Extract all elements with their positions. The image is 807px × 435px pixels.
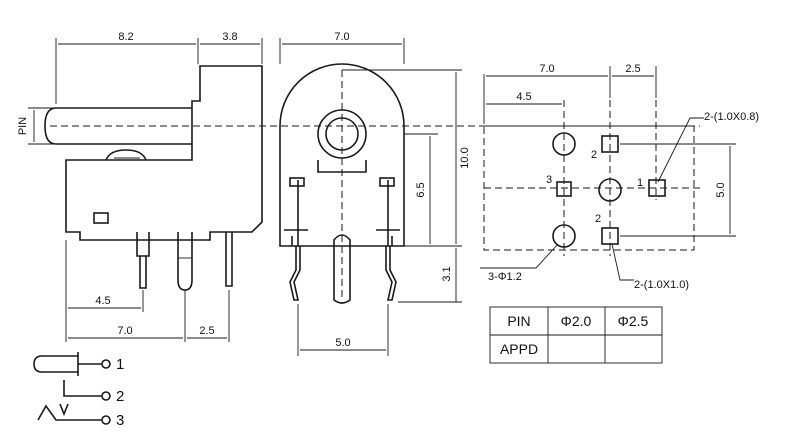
dim-top-right: 3.8 bbox=[222, 31, 237, 43]
dim-width-top: 7.0 bbox=[334, 31, 349, 43]
pcb-pad-bottom bbox=[601, 227, 619, 245]
front-pin-center bbox=[333, 234, 351, 304]
schematic-term-1 bbox=[101, 359, 111, 369]
dim-bottom-c: 2.5 bbox=[199, 325, 214, 337]
front-body-outline bbox=[279, 63, 405, 247]
table-header-d25: Φ2.5 bbox=[618, 313, 649, 329]
dim-pcb-top-a: 7.0 bbox=[539, 63, 554, 75]
dim-pcb-left: 4.5 bbox=[516, 91, 531, 103]
side-pin-left bbox=[139, 256, 147, 289]
side-pin-right bbox=[225, 232, 233, 287]
pin-table: PIN Φ2.0 Φ2.5 APPD bbox=[489, 306, 663, 364]
pcb-hole-mid bbox=[598, 178, 622, 202]
side-body-outline bbox=[65, 65, 263, 241]
pcb-pad-right bbox=[648, 179, 666, 197]
table-row-label: APPD bbox=[500, 341, 538, 357]
table-header-pin: PIN bbox=[507, 313, 530, 329]
front-lug-right bbox=[379, 177, 395, 187]
dim-height-low: 3.1 bbox=[441, 266, 453, 281]
pcb-pad-left bbox=[556, 181, 572, 197]
pin-num-1: 1 bbox=[637, 177, 643, 189]
side-view: 8.2 3.8 PIN 4.5 7.0 2.5 bbox=[17, 31, 263, 342]
front-view: 7.0 10.0 6.5 3.1 5.0 bbox=[279, 31, 471, 356]
dim-height-mid: 6.5 bbox=[415, 182, 427, 197]
pcb-hole-top bbox=[552, 132, 576, 156]
side-pin-left-top bbox=[136, 232, 150, 257]
pin-num-2b: 2 bbox=[595, 213, 601, 225]
schematic-pin-3: 3 bbox=[116, 412, 124, 429]
pcb-pad-top bbox=[601, 135, 619, 153]
pin-label: PIN bbox=[17, 117, 29, 135]
front-lug-left bbox=[289, 177, 305, 187]
pcb-layout: 2 3 1 2 7.0 2.5 4.5 5.0 2-(1.0X0.8) 2-(1… bbox=[480, 63, 759, 291]
pcb-hole-bottom bbox=[552, 224, 576, 248]
schematic-plug bbox=[33, 355, 78, 373]
dim-bottom-a: 4.5 bbox=[95, 295, 110, 307]
dim-top-left: 8.2 bbox=[118, 31, 133, 43]
dim-height-total: 10.0 bbox=[459, 147, 471, 168]
dim-pcb-top-b: 2.5 bbox=[625, 63, 640, 75]
callout-pad-top: 2-(1.0X0.8) bbox=[704, 111, 759, 123]
schematic-pin-2: 2 bbox=[116, 388, 124, 405]
schematic-pin-1: 1 bbox=[116, 356, 124, 373]
side-knob bbox=[105, 149, 147, 161]
schematic-term-2 bbox=[101, 391, 111, 401]
front-pin-left bbox=[289, 246, 301, 301]
schematic-symbol: 1 2 3 bbox=[33, 352, 124, 429]
pin-num-3: 3 bbox=[546, 174, 552, 186]
callout-pad-bottom: 2-(1.0X1.0) bbox=[634, 279, 689, 291]
front-pin-right bbox=[385, 246, 397, 301]
dim-pcb-right: 5.0 bbox=[715, 182, 727, 197]
side-tab bbox=[93, 212, 109, 224]
front-jack-inner bbox=[325, 117, 359, 151]
dim-bottom-b: 7.0 bbox=[117, 325, 132, 337]
side-plug-shaft bbox=[44, 107, 192, 145]
table-header-d20: Φ2.0 bbox=[561, 313, 592, 329]
dim-width-bottom: 5.0 bbox=[335, 337, 350, 349]
schematic-term-3 bbox=[101, 415, 111, 425]
pin-num-2a: 2 bbox=[591, 149, 597, 161]
callout-holes: 3-Φ1.2 bbox=[488, 271, 522, 283]
